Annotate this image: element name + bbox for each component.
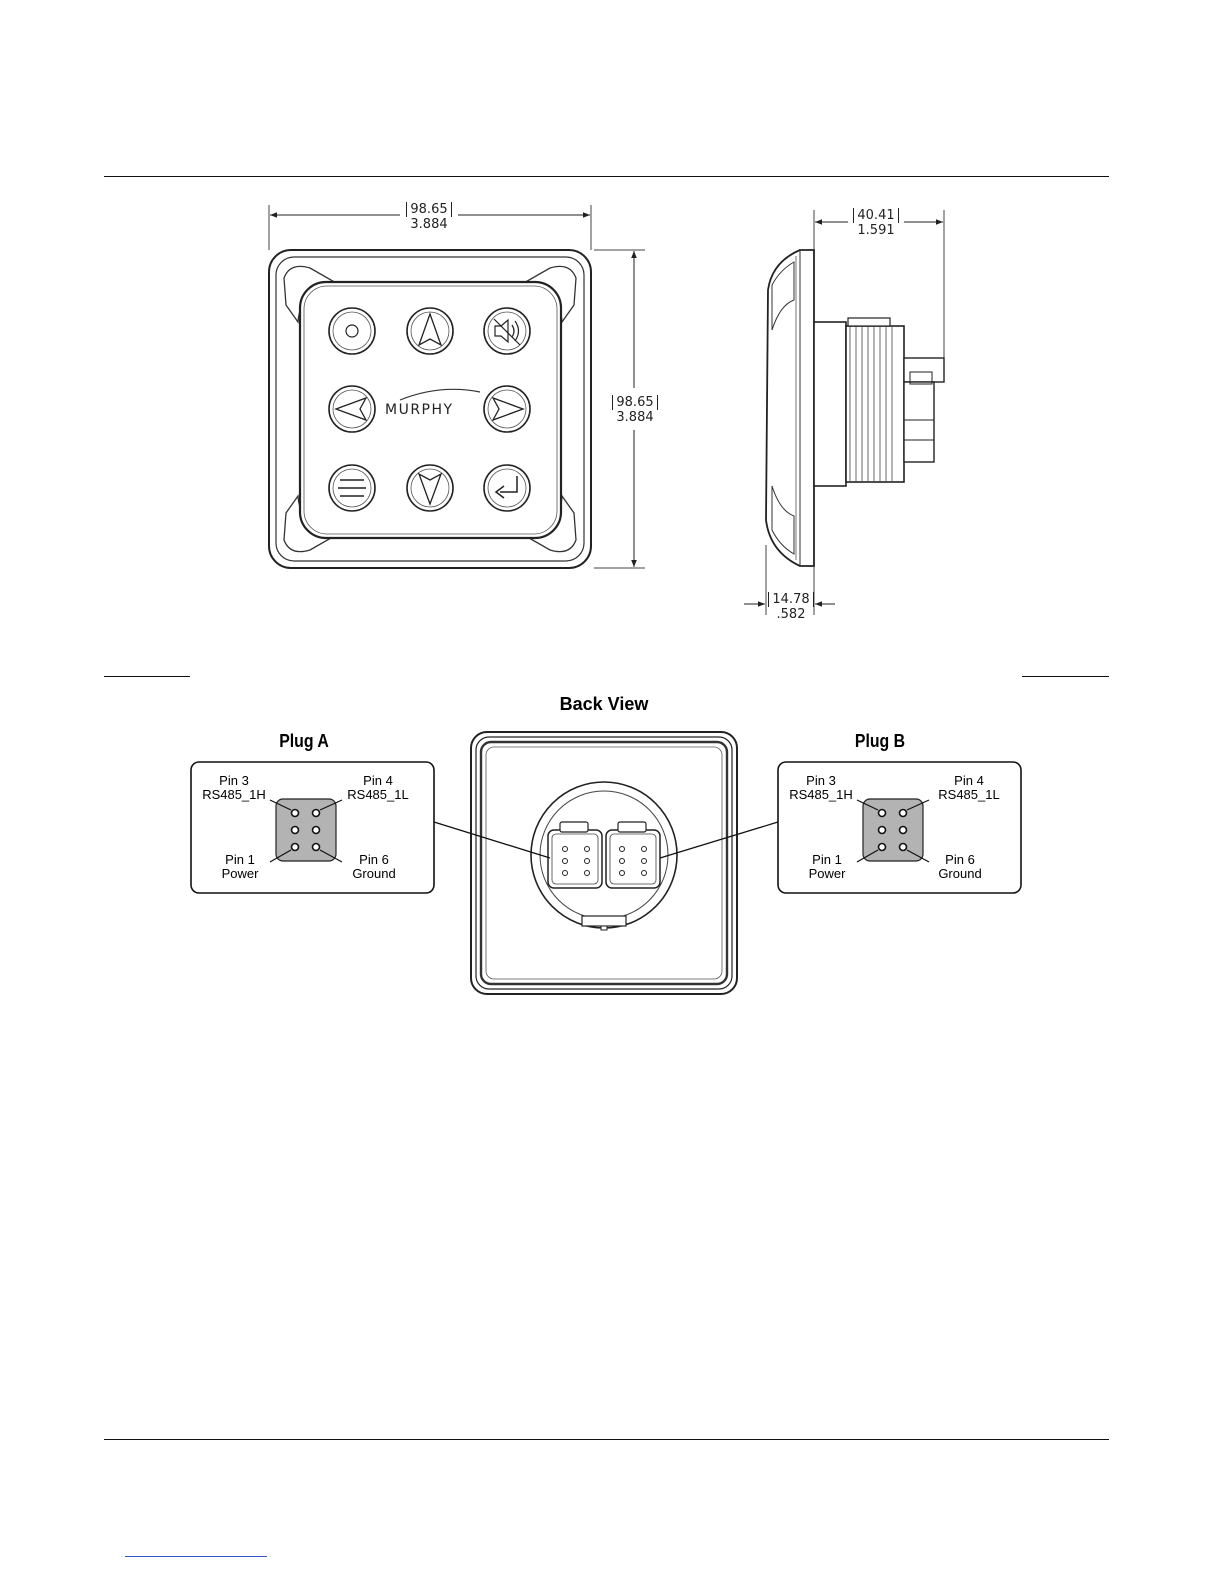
- side-bezel-in: .582: [763, 607, 819, 622]
- plug-a-pin1-label: Pin 1 Power: [206, 853, 274, 881]
- plug-a-pin1-signal: Power: [222, 866, 259, 881]
- side-bezel-dimension: 14.78 .582: [763, 592, 819, 622]
- plug-a-pin1-name: Pin 1: [225, 852, 255, 867]
- side-depth-in: 1.591: [846, 223, 906, 238]
- front-width-in: 3.884: [399, 217, 459, 232]
- plug-b-pin3-label: Pin 3 RS485_1H: [783, 774, 859, 802]
- button-arrow-left-icon: [329, 386, 375, 432]
- plug-b-title: Plug B: [843, 731, 917, 752]
- plug-a-pin4-name: Pin 4: [363, 773, 393, 788]
- front-width-dimension: 98.65 3.884: [399, 202, 459, 232]
- plug-b-pin1-signal: Power: [809, 866, 846, 881]
- side-depth-dimension: 40.41 1.591: [846, 208, 906, 238]
- plug-a-pin6-name: Pin 6: [359, 852, 389, 867]
- plug-b-pin1-name: Pin 1: [812, 852, 842, 867]
- plug-a-pin3-signal: RS485_1H: [202, 787, 266, 802]
- plug-b-pin6-label: Pin 6 Ground: [926, 853, 994, 881]
- back-view-title: Back View: [540, 694, 668, 715]
- button-alarm-mute-icon: [484, 308, 530, 354]
- plug-a-pin4-label: Pin 4 RS485_1L: [340, 774, 416, 802]
- plug-b-pin4-signal: RS485_1L: [938, 787, 999, 802]
- front-width-mm: 98.65: [406, 202, 451, 217]
- front-height-in: 3.884: [608, 410, 662, 425]
- button-menu-icon: [329, 465, 375, 511]
- logo-text: MURPHY: [385, 402, 454, 418]
- plug-a-pin6-label: Pin 6 Ground: [340, 853, 408, 881]
- plug-a-pin4-signal: RS485_1L: [347, 787, 408, 802]
- front-height-dimension: 98.65 3.884: [608, 395, 662, 425]
- front-view: MURPHY: [269, 205, 645, 568]
- button-circle-icon: [329, 308, 375, 354]
- plug-b-pin3-name: Pin 3: [806, 773, 836, 788]
- plug-b-pin4-name: Pin 4: [954, 773, 984, 788]
- side-view: [744, 210, 944, 615]
- plug-a-pin6-signal: Ground: [352, 866, 395, 881]
- plug-b-pin6-signal: Ground: [938, 866, 981, 881]
- plug-b-pin4-label: Pin 4 RS485_1L: [931, 774, 1007, 802]
- side-depth-mm: 40.41: [853, 208, 898, 223]
- plug-a-title: Plug A: [267, 731, 341, 752]
- plug-b-pin3-signal: RS485_1H: [789, 787, 853, 802]
- plug-b-pin6-name: Pin 6: [945, 852, 975, 867]
- plug-b-pin1-label: Pin 1 Power: [793, 853, 861, 881]
- button-arrow-up-icon: [407, 308, 453, 354]
- button-arrow-right-icon: [484, 386, 530, 432]
- front-height-mm: 98.65: [612, 395, 657, 410]
- button-enter-icon: [484, 465, 530, 511]
- plug-a-pin3-label: Pin 3 RS485_1H: [196, 774, 272, 802]
- button-arrow-down-icon: [407, 465, 453, 511]
- back-view: [434, 732, 778, 994]
- side-bezel-mm: 14.78: [768, 592, 813, 607]
- plug-a-pin3-name: Pin 3: [219, 773, 249, 788]
